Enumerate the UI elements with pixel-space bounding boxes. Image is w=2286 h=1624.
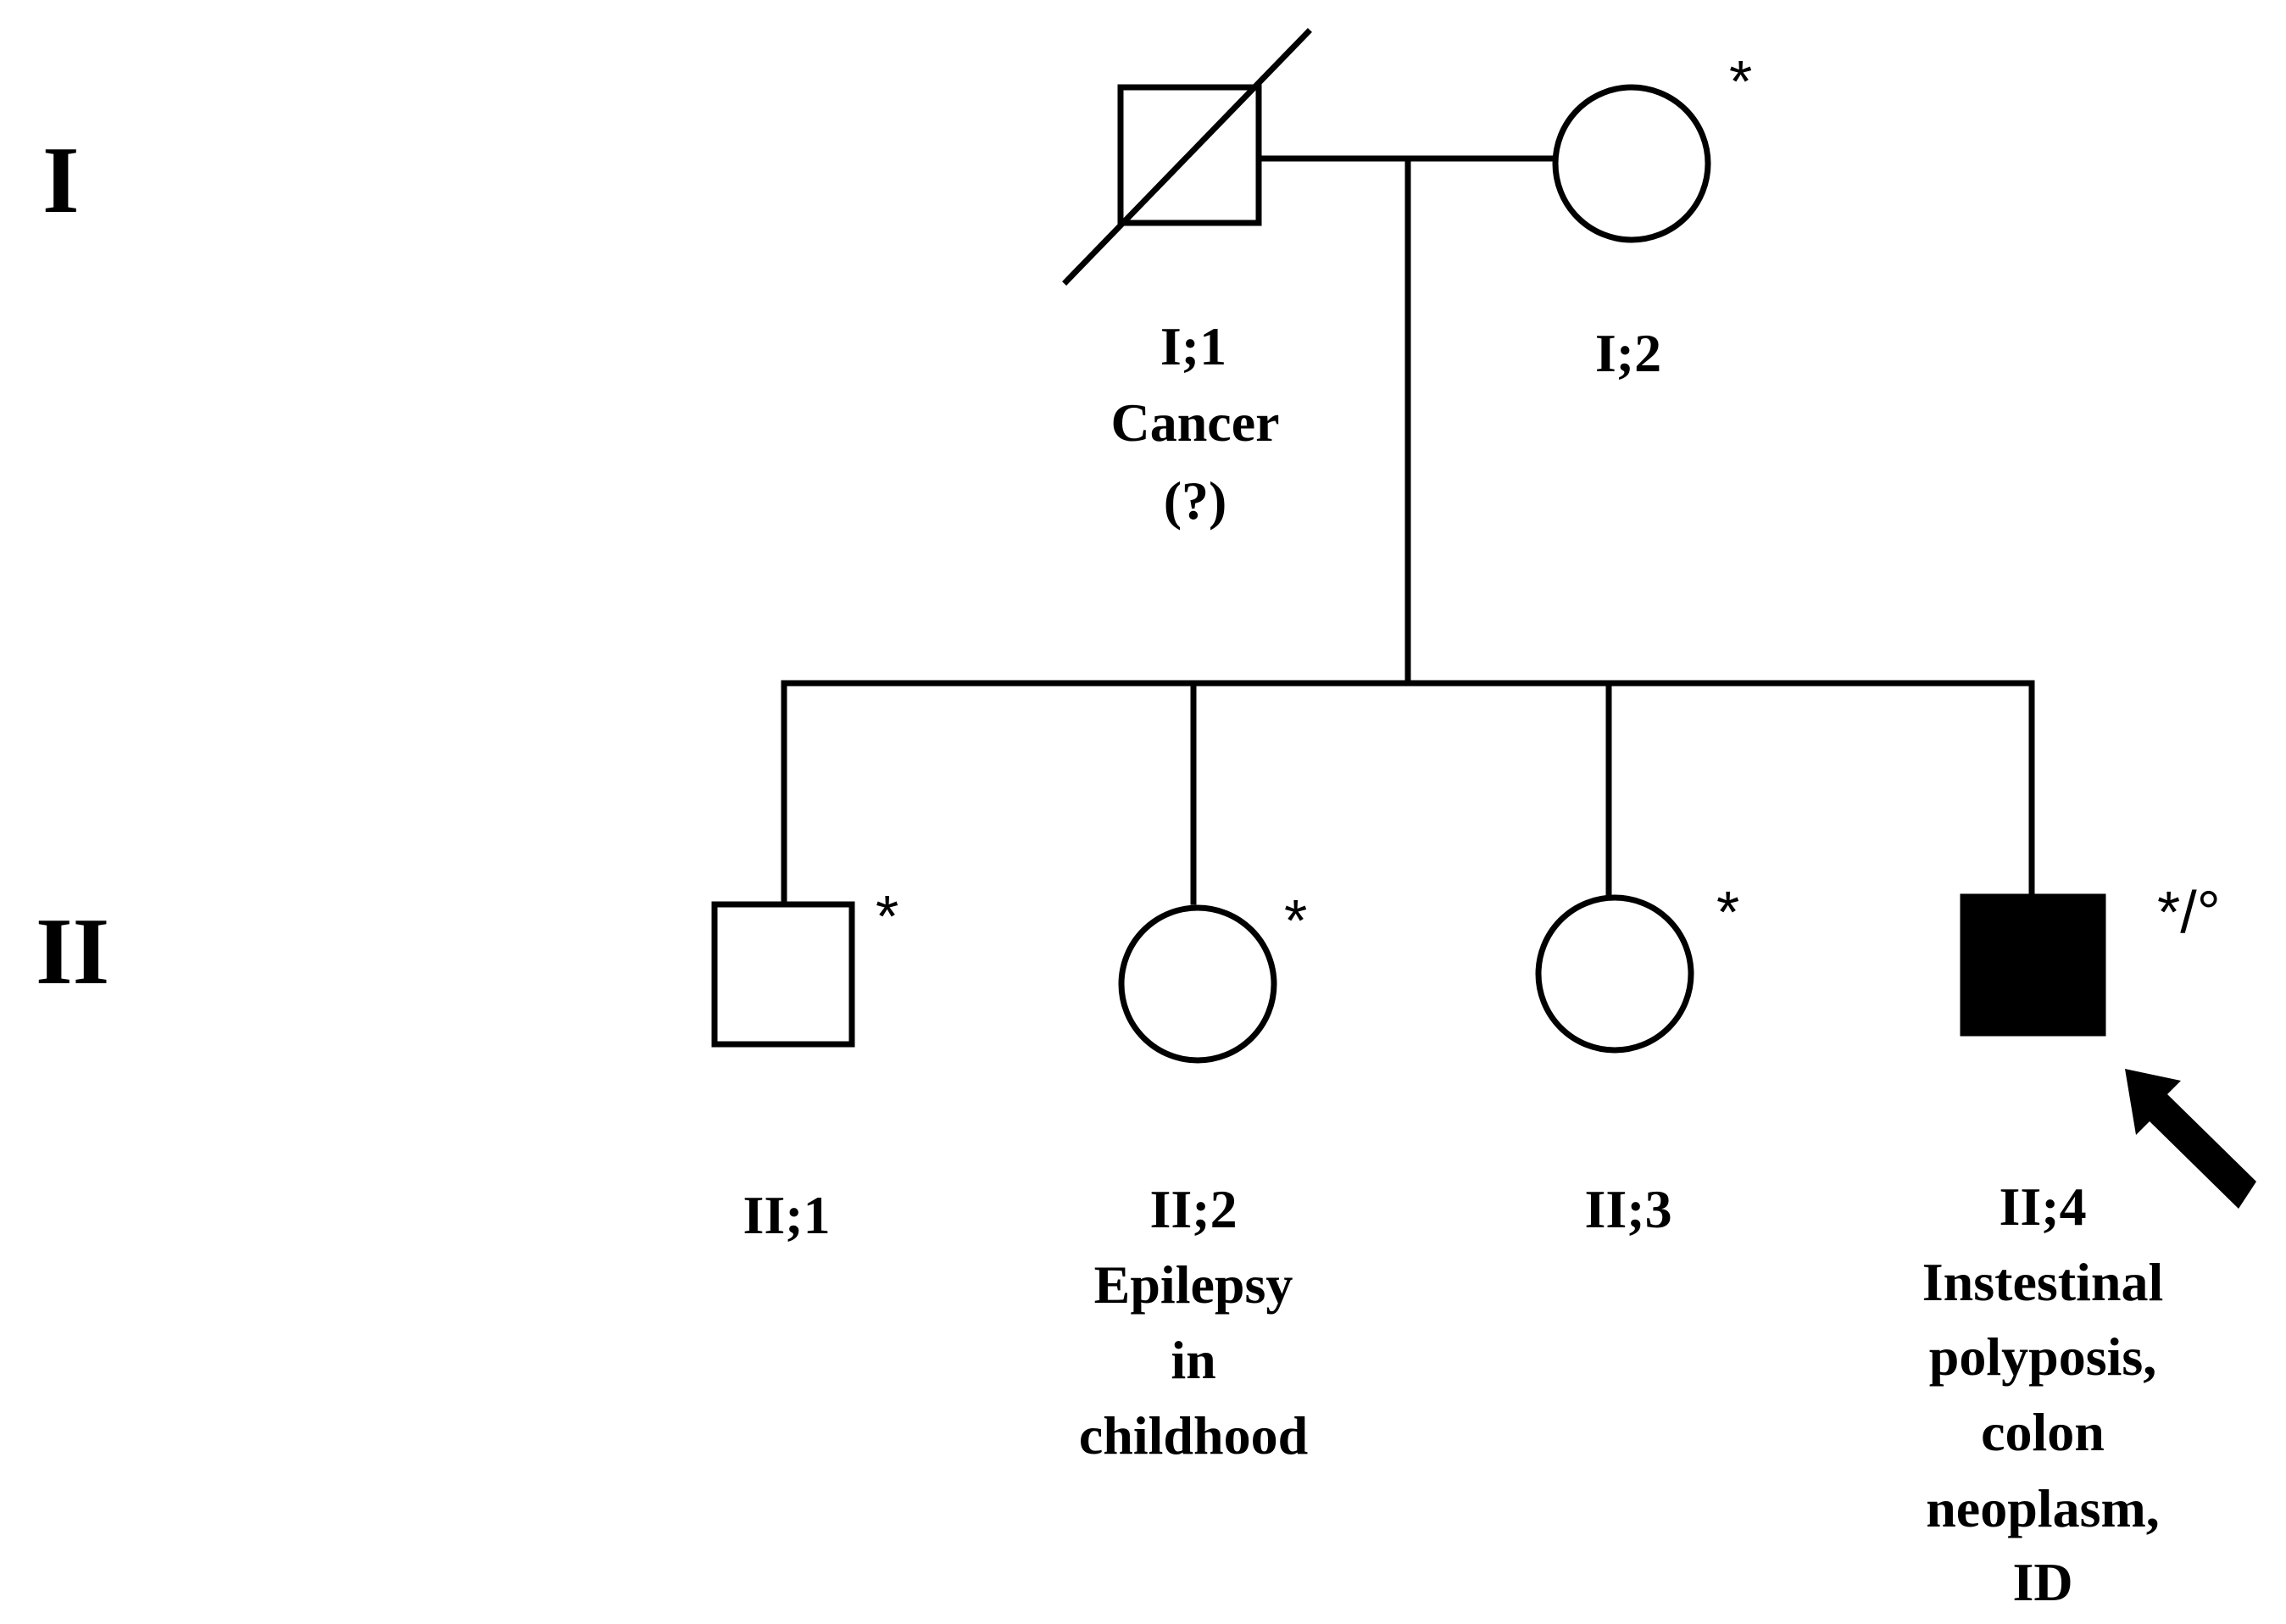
affected-male-symbol — [1960, 893, 2106, 1037]
individual-note-line: Instestinal — [1922, 1252, 2164, 1312]
individual-id-label: II;3 — [1584, 1179, 1671, 1239]
genotyped-marker: * — [1716, 879, 1739, 945]
genotyped-marker: * — [1729, 48, 1752, 114]
individual-note-line: childhood — [1079, 1405, 1308, 1465]
individual-ii3: * II;3 — [1535, 879, 1739, 1239]
proband-arrow-icon — [2125, 1069, 2256, 1209]
individual-note-line: (?) — [1164, 470, 1227, 531]
individual-note-line: polyposis, — [1929, 1326, 2157, 1387]
genotyped-marker: */° — [2157, 879, 2221, 945]
genotyped-marker: * — [1284, 887, 1307, 954]
individual-ii2: * II;2 Epilepsy in childhood — [1079, 887, 1308, 1465]
individual-ii4: */° II;4 Instestinal polyposis, colon ne… — [1922, 879, 2256, 1612]
individual-note-line: Epilepsy — [1094, 1254, 1293, 1315]
deceased-slash — [1062, 28, 1312, 286]
individual-i2: * I;2 — [1552, 48, 1752, 383]
generation-label-2: II — [36, 899, 109, 1004]
individual-id-label: I;1 — [1160, 316, 1226, 376]
individual-note-line: ID — [2012, 1552, 2072, 1612]
individual-note-line: neoplasm, — [1926, 1478, 2160, 1538]
individual-id-label: II;1 — [743, 1185, 830, 1245]
genotyped-marker: * — [876, 883, 898, 949]
generation-label-1: I — [42, 128, 80, 233]
individual-id-label: II;2 — [1149, 1179, 1237, 1239]
female-symbol — [1535, 894, 1694, 1054]
individual-i1: I;1 Cancer (?) — [1062, 28, 1312, 531]
individual-note-line: in — [1171, 1330, 1215, 1390]
individual-note-line: colon — [1981, 1402, 2105, 1462]
female-symbol — [1552, 84, 1711, 243]
individual-note-line: Cancer — [1110, 392, 1279, 453]
female-symbol — [1118, 904, 1277, 1064]
individual-id-label: I;2 — [1595, 323, 1661, 383]
individual-id-label: II;4 — [1999, 1176, 2086, 1237]
individual-ii1: * II;1 — [711, 883, 898, 1245]
male-symbol — [711, 901, 855, 1048]
